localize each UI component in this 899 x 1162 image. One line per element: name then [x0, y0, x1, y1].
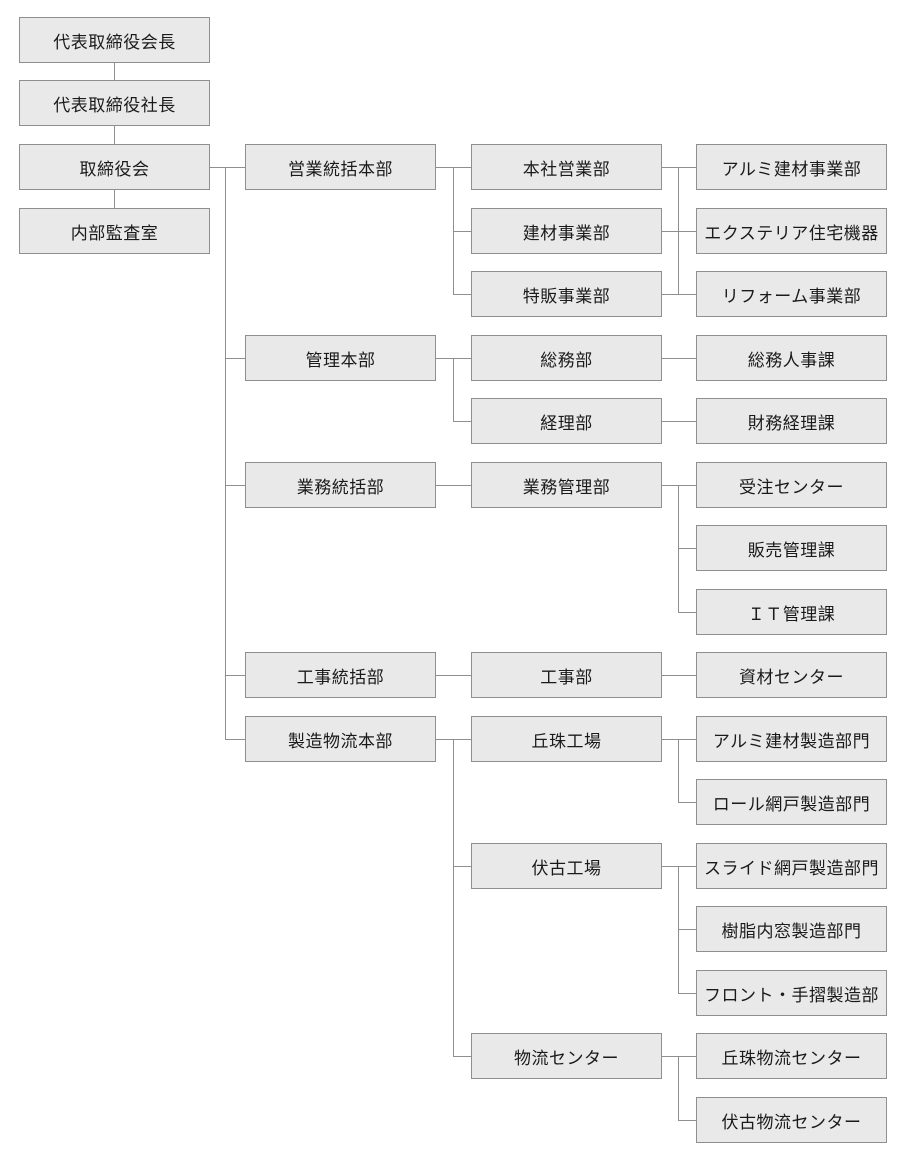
- org-node-head-office-sales: 本社営業部: [471, 144, 662, 190]
- org-node-slide-screen-mfg: スライド網戸製造部門: [696, 843, 887, 889]
- org-node-logistics-center: 物流センター: [471, 1033, 662, 1079]
- org-node-president: 代表取締役社長: [19, 80, 210, 126]
- org-node-construction: 工事部: [471, 652, 662, 698]
- org-node-sales-hq: 営業統括本部: [245, 144, 436, 190]
- org-node-exterior-housing: エクステリア住宅機器: [696, 208, 887, 254]
- org-node-hr: 総務人事課: [696, 335, 887, 381]
- org-node-order-center: 受注センター: [696, 462, 887, 508]
- org-node-general-affairs: 総務部: [471, 335, 662, 381]
- org-node-resin-window-mfg: 樹脂内窓製造部門: [696, 906, 887, 952]
- org-node-special-sales: 特販事業部: [471, 271, 662, 317]
- org-node-internal-audit: 内部監査室: [19, 208, 210, 254]
- org-node-admin-hq: 管理本部: [245, 335, 436, 381]
- org-node-front-handrail-mfg: フロント・手摺製造部: [696, 970, 887, 1016]
- org-node-fushiko-logistics: 伏古物流センター: [696, 1097, 887, 1143]
- org-node-okadama-logistics: 丘珠物流センター: [696, 1033, 887, 1079]
- org-node-chairman: 代表取締役会長: [19, 17, 210, 63]
- org-node-okadama-plant: 丘珠工場: [471, 716, 662, 762]
- org-node-building-materials: 建材事業部: [471, 208, 662, 254]
- org-node-fushiko-plant: 伏古工場: [471, 843, 662, 889]
- org-node-roll-screen-mfg: ロール網戸製造部門: [696, 779, 887, 825]
- org-node-board: 取締役会: [19, 144, 210, 190]
- org-node-finance: 財務経理課: [696, 398, 887, 444]
- org-node-aluminum-mfg: アルミ建材製造部門: [696, 716, 887, 762]
- org-node-materials-center: 資材センター: [696, 652, 887, 698]
- org-node-it-mgmt: ＩＴ管理課: [696, 589, 887, 635]
- org-node-construction-div: 工事統括部: [245, 652, 436, 698]
- org-node-operations-div: 業務統括部: [245, 462, 436, 508]
- org-node-mfg-logistics-hq: 製造物流本部: [245, 716, 436, 762]
- org-node-operations-mgmt: 業務管理部: [471, 462, 662, 508]
- org-node-sales-mgmt: 販売管理課: [696, 525, 887, 571]
- org-node-reform: リフォーム事業部: [696, 271, 887, 317]
- org-node-accounting: 経理部: [471, 398, 662, 444]
- org-node-aluminum-materials: アルミ建材事業部: [696, 144, 887, 190]
